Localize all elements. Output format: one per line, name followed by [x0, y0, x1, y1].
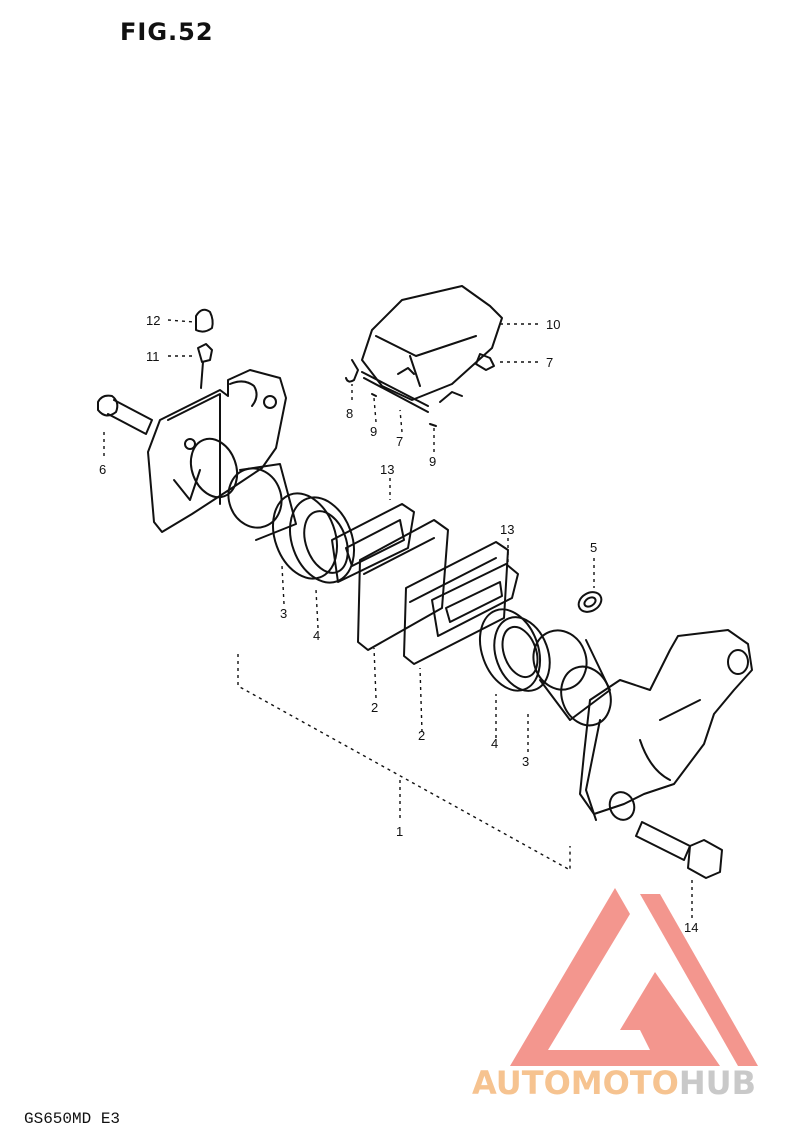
callout-6: 6 [99, 462, 106, 477]
callout-2-right: 2 [418, 728, 425, 743]
part-3-piston-left [227, 463, 297, 541]
watermark-text: AUTOMOTOHUB [472, 1064, 756, 1102]
part-7-pin-lower [361, 371, 429, 413]
callout-2-left: 2 [371, 700, 378, 715]
callout-5: 5 [590, 540, 597, 555]
watermark-text-part2: HUB [678, 1064, 757, 1102]
callout-3-left: 3 [280, 606, 287, 621]
part-12-cap [195, 308, 214, 333]
caliper-half-right [579, 629, 753, 821]
part-2-pad-left [357, 519, 449, 651]
watermark-logo-icon [510, 888, 758, 1066]
caliper-half-left [147, 369, 287, 533]
part-11-bleeder [197, 343, 213, 389]
part-7-pin-upper [475, 353, 495, 371]
part-6-bolt [97, 394, 153, 435]
callouts: 12 11 6 10 7 8 9 7 9 13 13 5 3 4 2 2 4 3… [99, 313, 698, 935]
callout-4-left: 4 [313, 628, 320, 643]
callout-12: 12 [146, 313, 160, 328]
callout-13-right: 13 [500, 522, 514, 537]
part-14-bolt [635, 821, 723, 879]
callout-1: 1 [396, 824, 403, 839]
callout-13-left: 13 [380, 462, 394, 477]
part-3-piston-right [532, 629, 612, 727]
callout-8: 8 [346, 406, 353, 421]
part-8-clip [345, 359, 359, 383]
part-10-pad-cover [361, 285, 503, 401]
model-code: GS650MD E3 [24, 1110, 121, 1128]
part-4-seals-right [479, 608, 551, 692]
part-13-shim-left [331, 503, 415, 583]
part-5-ring [577, 591, 603, 613]
figure-title: FIG.52 [120, 18, 214, 46]
callout-9-upper: 9 [370, 424, 377, 439]
callout-9-lower: 9 [429, 454, 436, 469]
part-13-shim-right [431, 563, 519, 637]
callout-14: 14 [684, 920, 698, 935]
callout-11: 11 [146, 349, 160, 364]
part-2-pad-right [403, 541, 509, 665]
callout-7-upper: 7 [546, 355, 553, 370]
leader-lines [103, 319, 693, 918]
callout-4-right: 4 [491, 736, 498, 751]
part-9-spring [371, 367, 463, 427]
watermark-text-part1: AUTOMOTO [472, 1064, 679, 1102]
callout-3-right: 3 [522, 754, 529, 769]
callout-7-lower: 7 [396, 434, 403, 449]
callout-10: 10 [546, 317, 560, 332]
